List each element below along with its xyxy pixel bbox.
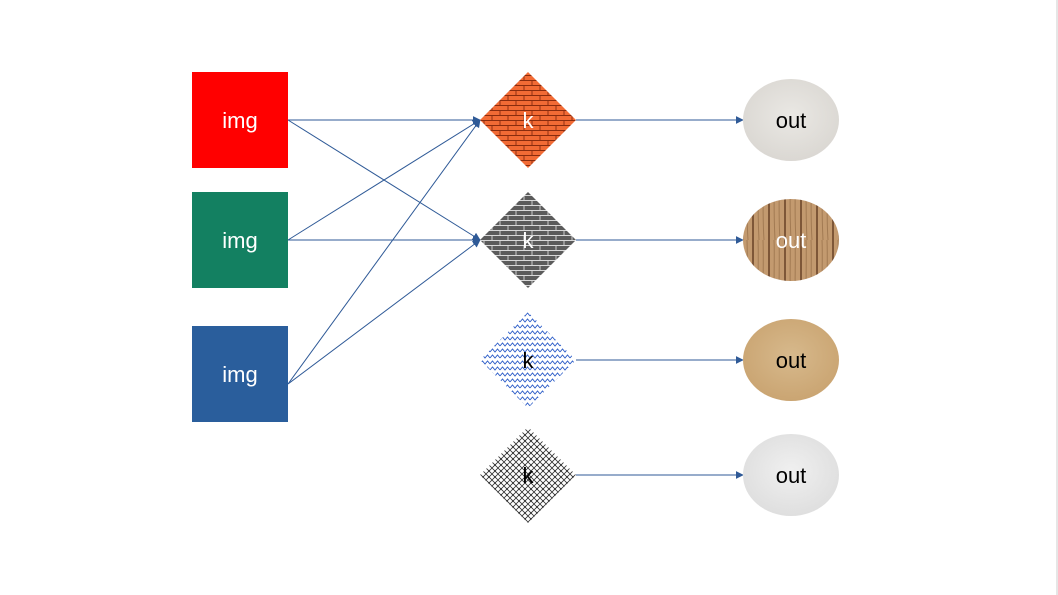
output-3: out [743,319,839,401]
kernel-3-label: k [523,348,535,373]
output-2-label: out [776,228,807,253]
kernel-4-diamond [480,427,576,523]
kernel-2-diamond [480,192,576,288]
kernel-3-diamond [480,312,576,408]
output-4-label: out [776,463,807,488]
kernel-4: k [480,427,576,523]
input-image-2-box [192,192,288,288]
output-3-ellipse [743,319,839,401]
output-1-label: out [776,108,807,133]
output-4: out [743,434,839,516]
kernel-2-label: k [523,228,535,253]
kernel-3: k [480,312,576,408]
input-image-3: img [192,326,288,422]
connector-lines [287,116,744,479]
input-image-3-label: img [222,362,257,387]
edge-input3-kernel2 [287,239,481,385]
input-image-3-box [192,326,288,422]
edge-input2-kernel1 [287,119,481,241]
kernel-4-label: k [523,463,535,488]
kernel-1-diamond [480,72,576,168]
output-2: out [743,199,839,281]
input-image-2: img [192,192,288,288]
output-3-label: out [776,348,807,373]
kernel-1-label: k [523,108,535,133]
input-image-1-box [192,72,288,168]
output-1-ellipse [743,79,839,161]
output-4-ellipse [743,434,839,516]
kernel-2: k [480,192,576,288]
kernel-1: k [480,72,576,168]
output-1: out [743,79,839,161]
input-image-1-label: img [222,108,257,133]
edge-input3-kernel1 [287,119,481,385]
output-2-ellipse [743,199,839,281]
input-image-2-label: img [222,228,257,253]
slide-edge [1056,0,1058,595]
input-image-1: img [192,72,288,168]
